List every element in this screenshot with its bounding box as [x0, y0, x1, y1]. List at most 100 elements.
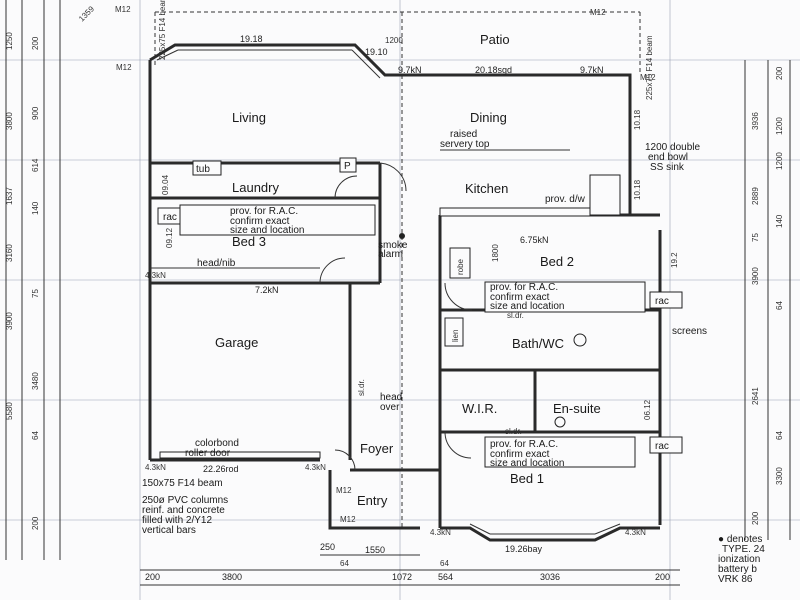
- label-43-c: 4.3kN: [305, 463, 326, 472]
- note-denotes: ● denotes TYPE. 24 ionization battery b …: [718, 534, 765, 585]
- note-rac-bed1: prov. for R.A.C. confirm exact size and …: [490, 439, 565, 469]
- toilet-icon: [554, 416, 566, 428]
- label-1018-a: 10.18: [633, 109, 642, 130]
- dim-right-64-b: 64: [775, 431, 784, 440]
- label-m12-e1: M12: [336, 486, 352, 495]
- svg-text:prov. for R.A.C.: prov. for R.A.C.: [490, 439, 558, 450]
- svg-text:smoke: smoke: [378, 240, 408, 251]
- label-675: 6.75kN: [520, 235, 549, 245]
- svg-text:prov. for R.A.C.: prov. for R.A.C.: [490, 282, 558, 293]
- label-1018-b: 10.18: [633, 179, 642, 200]
- bay-window-bed1: [469, 523, 621, 535]
- dim-bottom-3036: 3036: [540, 572, 560, 582]
- svg-text:size and location: size and location: [490, 458, 565, 469]
- room-patio: Patio: [480, 32, 510, 47]
- label-m12-e2: M12: [340, 515, 356, 524]
- label-43-b: 4.3kN: [145, 463, 166, 472]
- svg-text:head: head: [380, 392, 402, 403]
- svg-text:confirm exact: confirm exact: [230, 216, 290, 227]
- room-garage: Garage: [215, 335, 258, 350]
- dim-left-64: 64: [31, 431, 40, 440]
- dim-bottom-3800: 3800: [222, 572, 242, 582]
- note-head-nib: head/nib: [197, 258, 236, 269]
- room-ensuite: En-suite: [553, 401, 601, 416]
- svg-text:TYPE. 24: TYPE. 24: [722, 544, 765, 555]
- label-0904: 09.04: [161, 174, 170, 195]
- note-rac-bed2: prov. for R.A.C. confirm exact size and …: [490, 282, 565, 312]
- dim-right-64-a: 64: [775, 301, 784, 310]
- dim-bottom-1550: 1550: [365, 545, 385, 555]
- label-tub: tub: [196, 164, 210, 175]
- left-dimension-strip: [5, 0, 61, 560]
- label-0912: 09.12: [165, 227, 174, 248]
- svg-text:ionization: ionization: [718, 554, 760, 565]
- room-bed3: Bed 3: [232, 234, 266, 249]
- dim-right-200-b: 200: [751, 511, 760, 525]
- room-laundry: Laundry: [232, 180, 279, 195]
- svg-text:colorbond: colorbond: [195, 438, 239, 449]
- bay-window-living: [156, 49, 381, 79]
- svg-text:● denotes: ● denotes: [718, 534, 762, 545]
- right-dimension-strip: [744, 60, 791, 540]
- svg-text:1200 double: 1200 double: [645, 142, 700, 153]
- label-97-a: 9.7kN: [398, 65, 422, 75]
- dim-left-1637: 1637: [5, 187, 14, 205]
- svg-text:size and location: size and location: [230, 225, 305, 236]
- dim-right-200: 200: [775, 66, 784, 80]
- dim-right-2889: 2889: [751, 187, 760, 205]
- label-m12-l: M12: [116, 63, 132, 72]
- label-43-d: 4.3kN: [430, 528, 451, 537]
- dim-bottom-64-b: 64: [440, 559, 449, 568]
- label-linen: lien: [451, 330, 460, 342]
- note-head-over: head over: [380, 392, 402, 413]
- dim-bottom-1072: 1072: [392, 572, 412, 582]
- dim-left-614: 614: [31, 158, 40, 172]
- label-robe: robe: [456, 258, 465, 275]
- dim-left-900: 900: [31, 106, 40, 120]
- label-m12-tl: M12: [115, 5, 131, 14]
- svg-text:size and location: size and location: [490, 301, 565, 312]
- label-rac-bed1: rac: [655, 441, 669, 452]
- svg-text:battery b: battery b: [718, 564, 757, 575]
- room-foyer: Foyer: [360, 441, 394, 456]
- dim-bottom-564: 564: [438, 572, 453, 582]
- room-living: Living: [232, 110, 266, 125]
- svg-text:vertical bars: vertical bars: [142, 525, 196, 536]
- svg-text:alarm: alarm: [378, 249, 403, 260]
- dim-right-3300: 3300: [775, 467, 784, 485]
- svg-text:end bowl: end bowl: [648, 152, 688, 163]
- room-entry: Entry: [357, 493, 388, 508]
- note-roller-door: colorbond roller door: [185, 438, 239, 459]
- dim-bottom-200-a: 200: [145, 572, 160, 582]
- svg-text:prov. for R.A.C.: prov. for R.A.C.: [230, 206, 298, 217]
- dim-left-1250: 1250: [5, 32, 14, 50]
- dim-right-1200-a: 1200: [775, 117, 784, 135]
- dim-right-2641: 2641: [751, 387, 760, 405]
- label-2018: 20.18sgd: [475, 65, 512, 75]
- fixture-boxes: [157, 157, 683, 468]
- dim-left-5580: 5580: [5, 402, 14, 420]
- dim-left-200-b: 200: [31, 516, 40, 530]
- svg-text:reinf. and concrete: reinf. and concrete: [142, 505, 225, 516]
- dim-left-75: 75: [31, 289, 40, 298]
- basin-icon: [573, 333, 587, 347]
- note-sink: 1200 double end bowl SS sink: [645, 142, 700, 173]
- label-beam-left: 225x75 F14 beam: [158, 0, 167, 60]
- label-1359: 1359: [77, 4, 96, 23]
- note-sl-dr-wir: sl.dr.: [505, 427, 522, 436]
- label-rac-bed3: rac: [163, 212, 177, 223]
- svg-text:250ø PVC columns: 250ø PVC columns: [142, 495, 228, 506]
- dim-bottom-64-a: 64: [340, 559, 349, 568]
- dim-left-3160: 3160: [5, 244, 14, 262]
- dim-right-75: 75: [751, 233, 760, 242]
- dim-right-140: 140: [775, 214, 784, 228]
- label-1910: 19.10: [365, 47, 388, 57]
- label-2226: 22.26rod: [203, 464, 239, 474]
- dim-left-140: 140: [31, 201, 40, 215]
- smoke-alarm-icon: [399, 233, 405, 239]
- label-97-b: 9.7kN: [580, 65, 604, 75]
- svg-text:confirm exact: confirm exact: [490, 449, 550, 460]
- label-1800: 1800: [491, 244, 500, 262]
- dim-left-3900: 3900: [5, 312, 14, 330]
- label-192: 19.2: [670, 252, 679, 268]
